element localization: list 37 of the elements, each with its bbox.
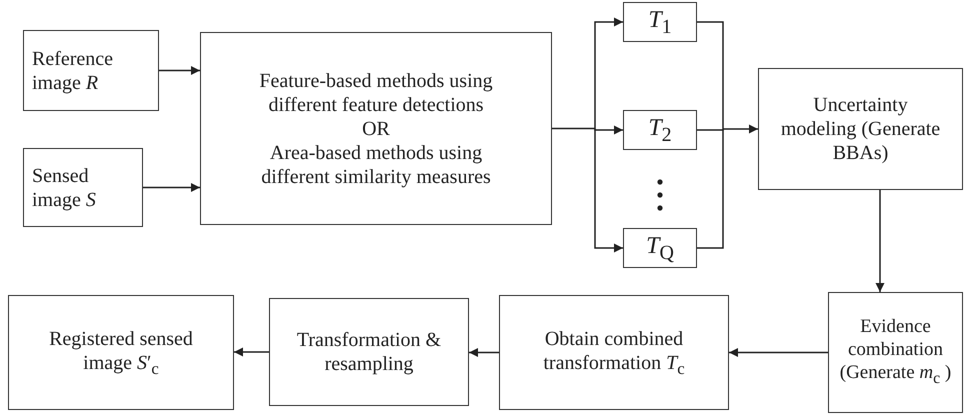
- connector-line: [697, 129, 724, 249]
- box-text: Area-based methods using different similarity measures: [260, 140, 492, 188]
- box-text: Evidence combination (Generate m$_{c}$ ): [838, 316, 952, 389]
- process-box: [23, 148, 143, 227]
- process-box: [499, 295, 729, 410]
- process-box: [623, 110, 697, 150]
- process-box: [623, 228, 697, 268]
- process-box: [200, 32, 552, 225]
- arrow: [876, 190, 884, 292]
- box-text: Obtain combined transformation T$_{c}$: [542, 326, 686, 378]
- process-box: [758, 68, 963, 190]
- box-text: Feature-based methods using different feature detections: [258, 68, 494, 116]
- connector-line: [697, 21, 724, 129]
- box-text: T$_{Q}$: [646, 232, 674, 264]
- process-box: [8, 295, 234, 410]
- box-text: Sensed image S: [32, 164, 97, 212]
- arrow: [729, 348, 828, 357]
- box-text: T$_{2}$: [648, 114, 672, 146]
- arrow: [469, 348, 499, 357]
- box-text: T$_{1}$: [648, 6, 672, 38]
- arrow: [723, 124, 758, 134]
- arrow: [594, 126, 623, 134]
- box-text: OR: [362, 116, 390, 140]
- arrow: [234, 348, 269, 356]
- process-box: [23, 30, 159, 111]
- arrow: [159, 66, 200, 75]
- arrow: [143, 183, 200, 192]
- process-box: [269, 298, 469, 406]
- box-text: Registered sensed image S′$_{c}$: [48, 326, 194, 378]
- box-text: Uncertainty modeling (Generate BBAs): [780, 93, 942, 165]
- connector-line: [697, 128, 724, 131]
- arrow: [594, 18, 623, 128]
- box-text: Transformation & resampling: [296, 328, 442, 376]
- process-box: [623, 2, 697, 42]
- arrow: [594, 128, 623, 252]
- process-box: [828, 292, 963, 413]
- box-text: Reference image R: [32, 46, 114, 94]
